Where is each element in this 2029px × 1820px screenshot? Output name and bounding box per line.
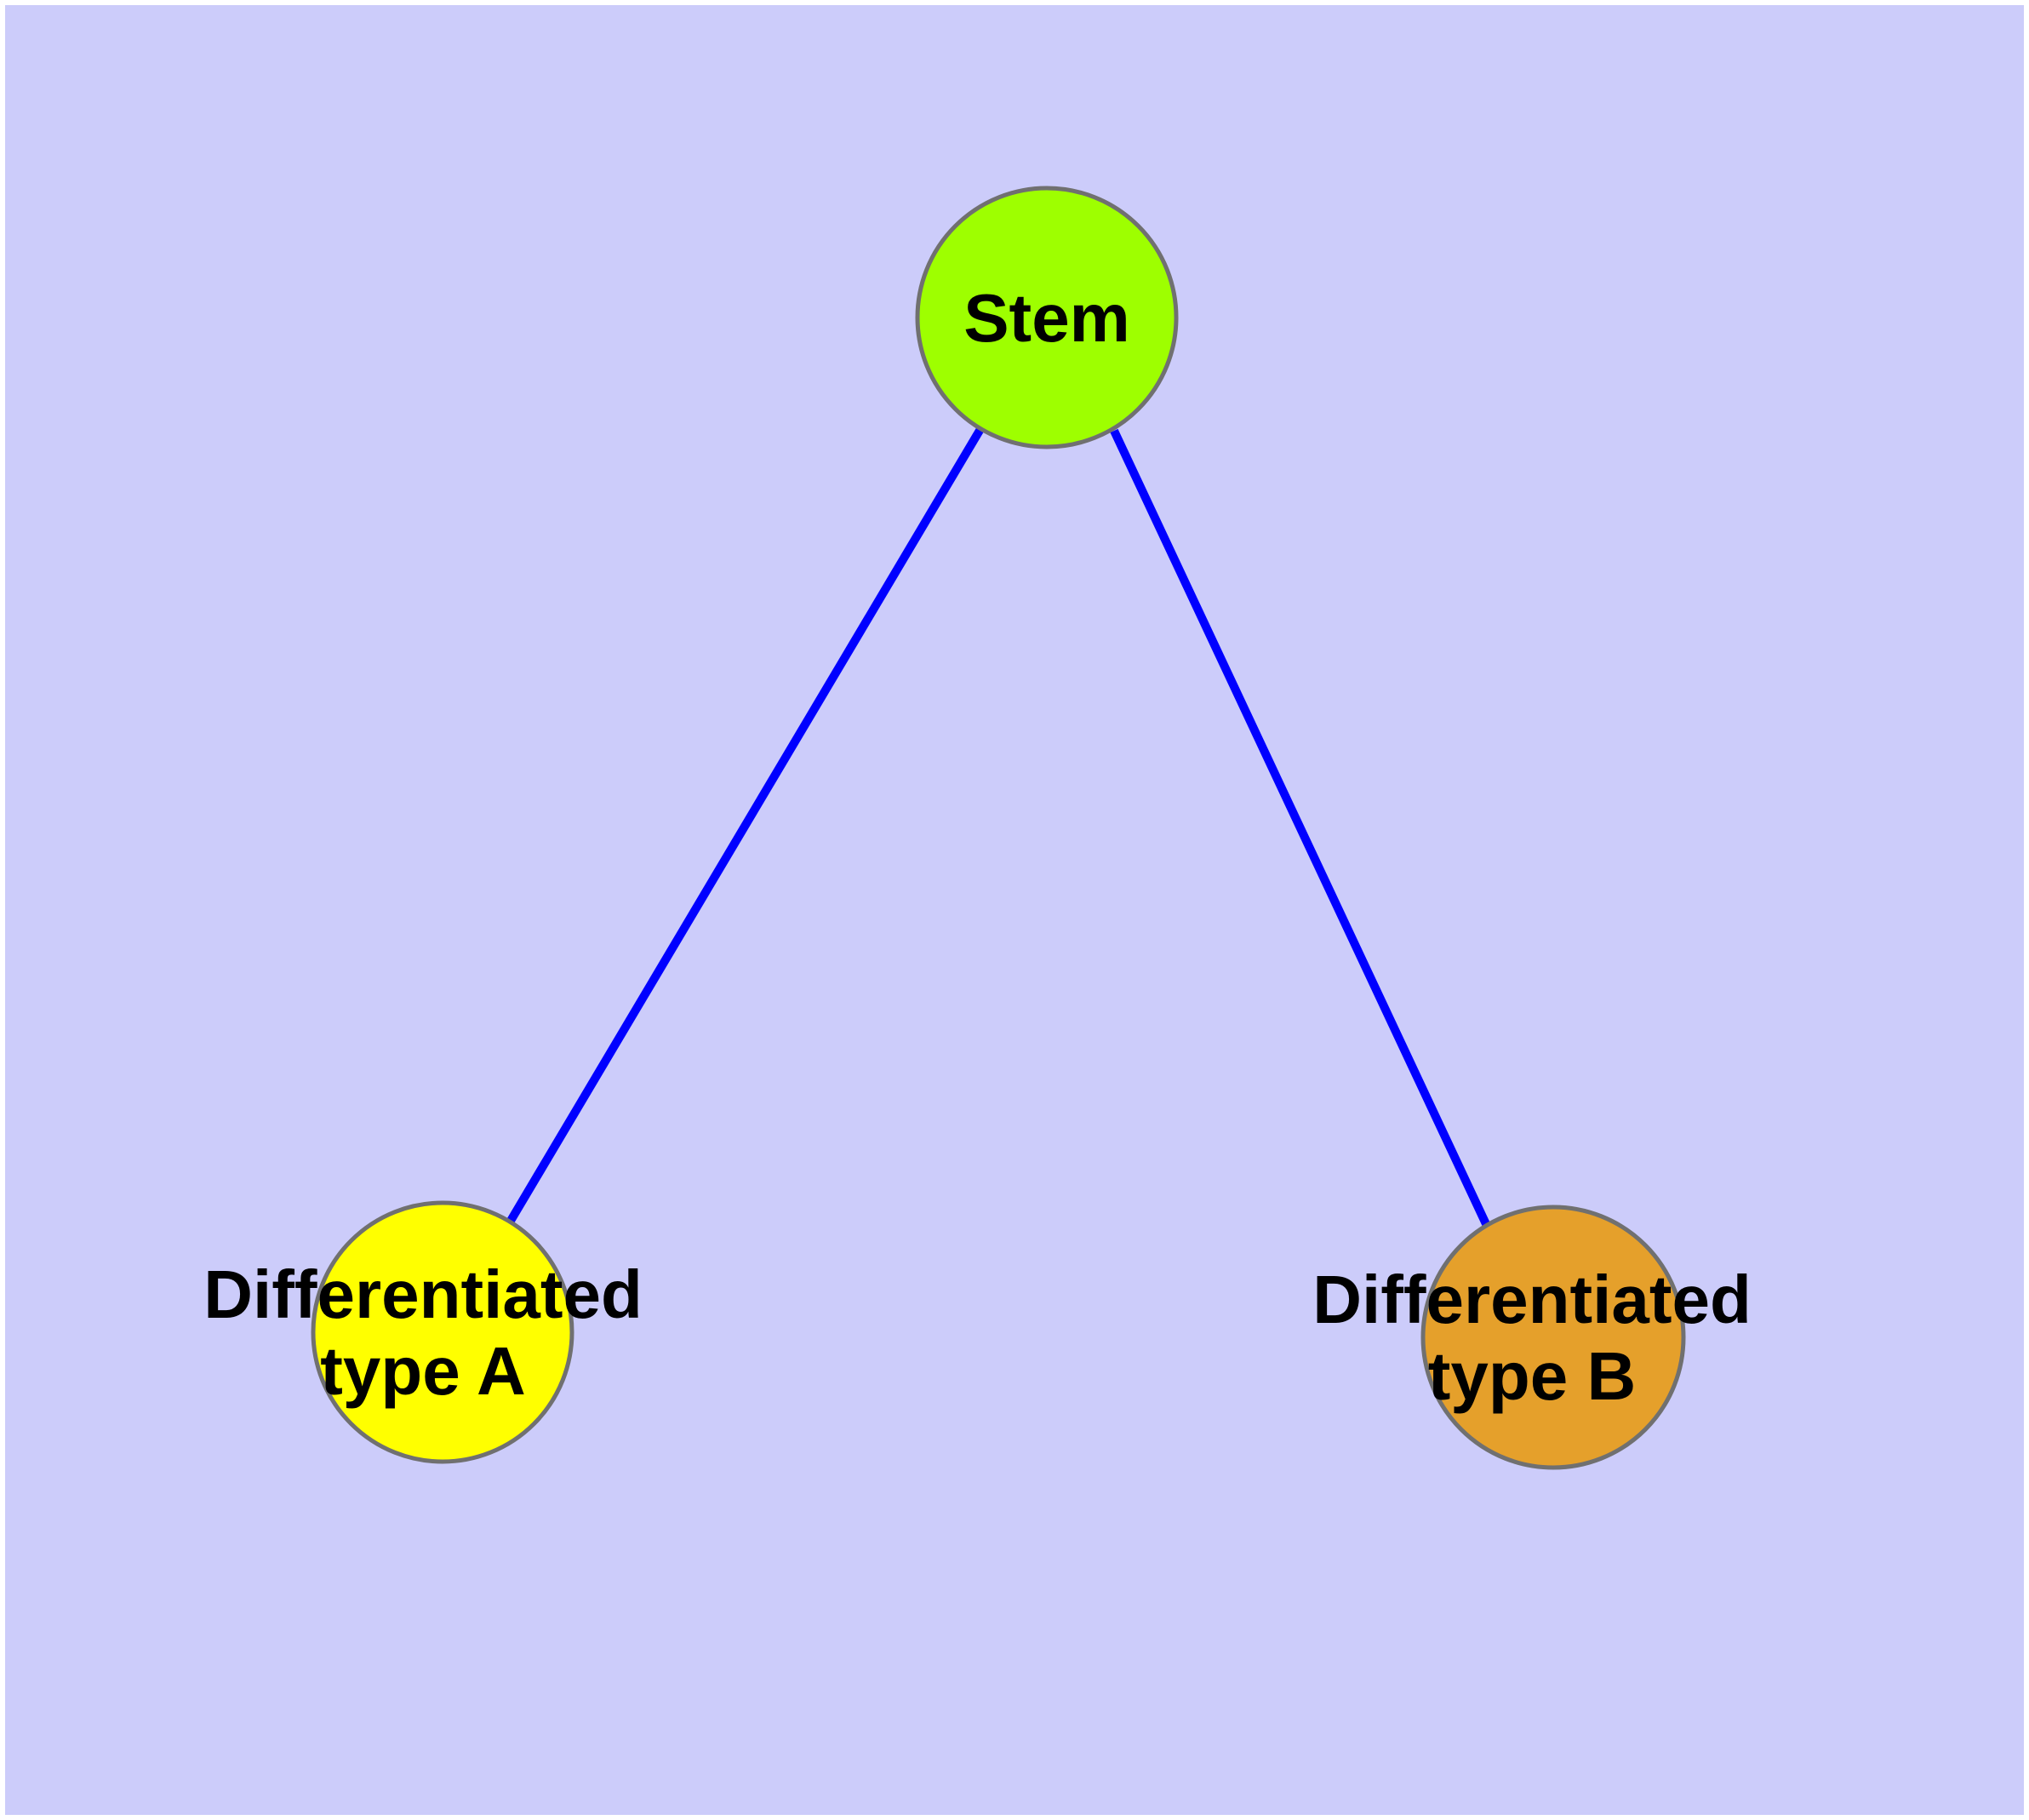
node-circle-diff_b[interactable]: [1420, 1205, 1686, 1470]
node-circle-diff_a[interactable]: [311, 1200, 574, 1464]
node-label-line: Differentiated: [1312, 1261, 1752, 1336]
node-label-line: type A: [320, 1333, 526, 1409]
edges-layer: [506, 426, 1491, 1228]
node-label-line: Differentiated: [203, 1256, 643, 1331]
node-label-line: Stem: [963, 280, 1130, 356]
node-label-line: type B: [1428, 1338, 1637, 1414]
node-diff_a[interactable]: [311, 1200, 574, 1464]
edge-stem-to-diff-b[interactable]: [1110, 428, 1491, 1228]
node-circle-stem[interactable]: [915, 186, 1179, 449]
edge-stem-to-diff-a[interactable]: [506, 426, 985, 1223]
node-stem[interactable]: [915, 186, 1179, 449]
node-label-stem: Stem: [963, 280, 1130, 356]
node-diff_b[interactable]: [1420, 1205, 1686, 1470]
